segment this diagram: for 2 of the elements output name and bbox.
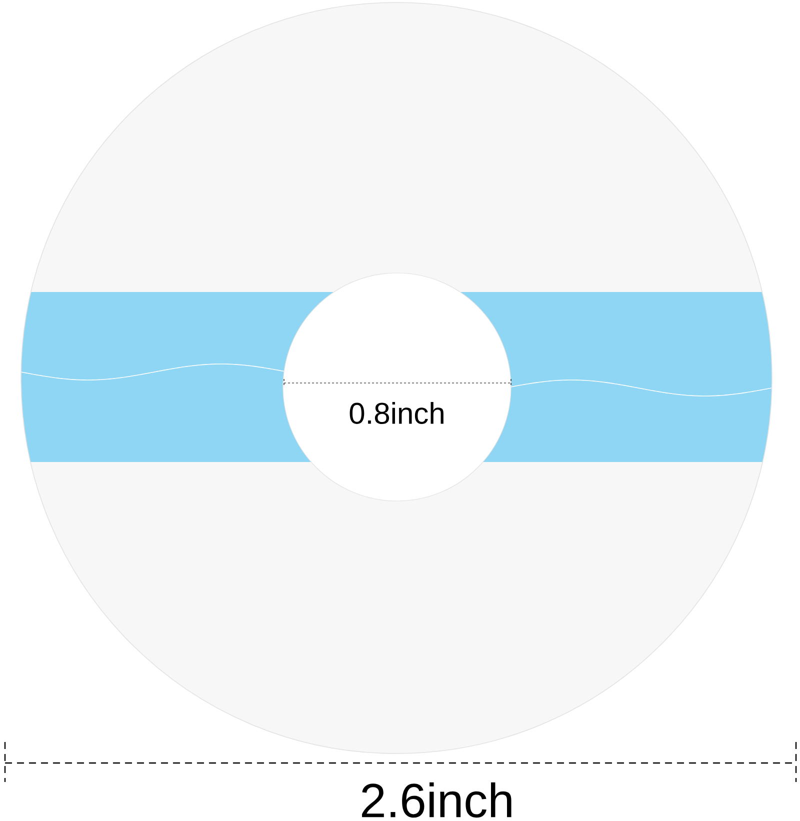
- dimension-label: 0.8inch: [350, 402, 444, 424]
- dimension-label: 2.6inch: [362, 782, 512, 818]
